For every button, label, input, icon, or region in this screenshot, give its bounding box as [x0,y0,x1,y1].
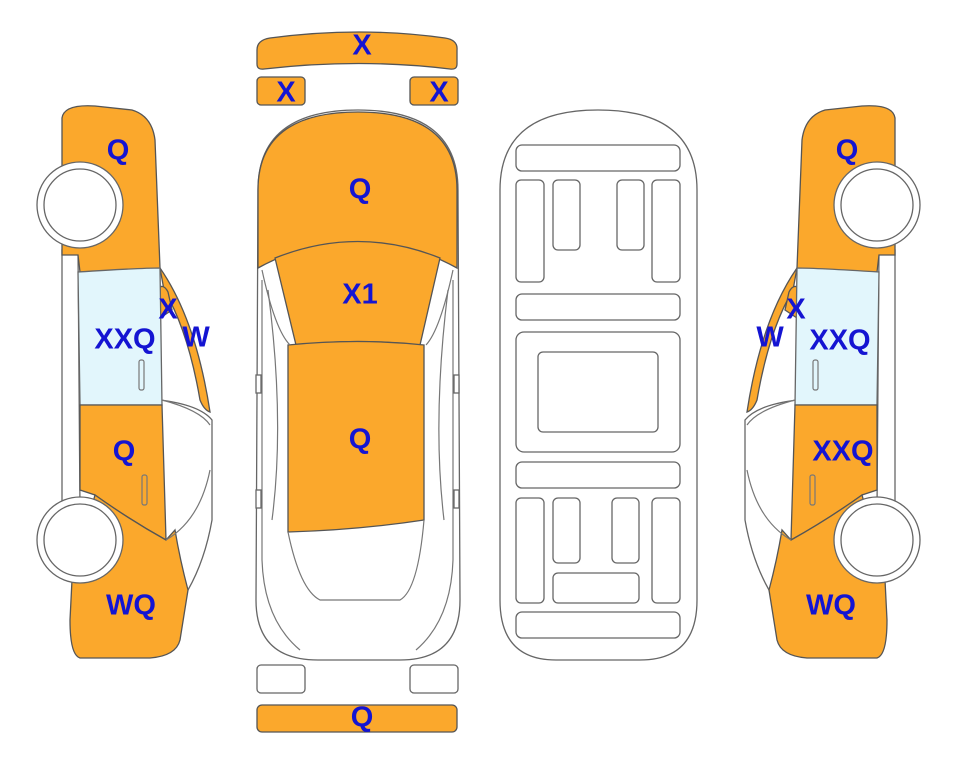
rear-bumper-panel[interactable] [256,704,458,733]
rear-bumper-label: Q [350,701,374,734]
front-left-light-panel[interactable] [256,76,306,106]
front-bumper-label: X [352,29,372,62]
front-right-light-panel[interactable] [409,76,459,106]
left-front-fender-label: Q [106,134,130,167]
left-front-door-label: XXQ [94,323,156,356]
left-mirror-label: W [182,321,210,354]
windshield-label: X1 [342,278,378,311]
right-pillar-label: X [786,293,806,326]
front-door-glass[interactable] [77,267,163,406]
left-pillar-label: X [158,293,178,326]
right-front-fender-label: Q [835,134,859,167]
left-rear-door-label: Q [112,435,136,468]
right-mirror-label: W [756,321,784,354]
front-right-light-label: X [429,76,449,109]
front-bumper-panel[interactable] [256,31,458,70]
rear-left-light-panel[interactable] [256,664,306,694]
underside-view-car [499,109,698,661]
a-pillar-panel[interactable] [159,267,211,413]
left-side-car [36,105,213,659]
right-rear-door-label: XXQ [812,435,874,468]
roof-label: Q [348,423,372,456]
right-front-door-label: XXQ [809,324,871,357]
hood-label: Q [348,173,372,206]
left-rear-quarter-label: WQ [106,589,156,622]
rear-right-light-panel[interactable] [409,664,459,694]
right-rear-quarter-label: WQ [806,589,856,622]
front-left-light-label: X [276,76,296,109]
right-side-car [744,105,921,659]
top-view-car [255,109,461,661]
